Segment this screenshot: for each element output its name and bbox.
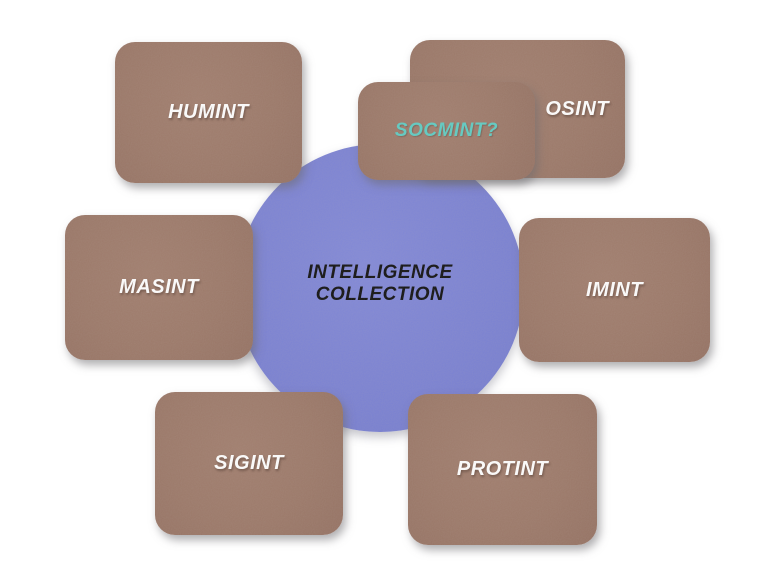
card-label-imint: IMINT xyxy=(586,278,643,301)
card-humint: HUMINT xyxy=(115,42,302,183)
card-label-humint: HUMINT xyxy=(168,101,249,123)
card-socmint: SOCMINT? xyxy=(358,82,535,180)
card-protint: PROTINT xyxy=(408,394,597,545)
center-circle-label: INTELLIGENCE COLLECTION xyxy=(307,262,452,306)
card-masint: MASINT xyxy=(65,215,253,360)
card-label-osint: OSINT xyxy=(545,97,609,120)
center-label-line2: COLLECTION xyxy=(315,284,445,305)
card-label-protint: PROTINT xyxy=(456,458,549,480)
center-label-line1: INTELLIGENCE xyxy=(307,262,453,283)
center-circle: INTELLIGENCE COLLECTION xyxy=(236,144,524,432)
card-imint: IMINT xyxy=(519,218,710,362)
card-sigint: SIGINT xyxy=(155,392,343,535)
card-label-masint: MASINT xyxy=(119,276,199,298)
card-label-socmint: SOCMINT? xyxy=(394,120,499,141)
card-label-sigint: SIGINT xyxy=(214,452,284,474)
